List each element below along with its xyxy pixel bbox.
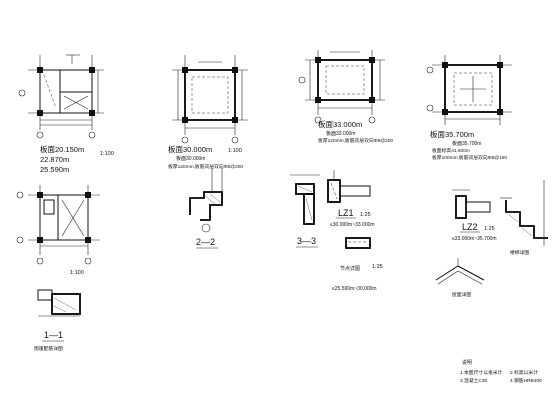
section-3-3: 3—3 <box>290 174 320 248</box>
plan-5-scale: 1:100 <box>70 270 84 276</box>
plan-2-scale: 1:100 <box>228 148 242 154</box>
general-notes: 说明 1.本图尺寸以毫米计 2.标高以米计 3.混凝土C30 4.钢筋HRB40… <box>460 359 542 384</box>
lz2-scale: 1:25 <box>484 226 495 232</box>
lz1-elev: ≤30.000m~33.000m <box>330 222 375 228</box>
plan-1: 板面20.150m 22.870m 25.590m 1:100 <box>18 54 114 174</box>
plan-2-note: 板面30.000m <box>176 155 205 162</box>
section-2-2-label: 2—2 <box>196 237 215 247</box>
detail-beam: 节点详图 1:25 ≤25.590m~30.000m <box>332 237 383 292</box>
plan-3-title: 板面33.000m <box>318 119 362 129</box>
section-3-3-label: 3—3 <box>297 236 316 246</box>
section-1-1: 1—1 雨篷配筋详图 <box>34 289 81 352</box>
plan-1-sub1: 22.870m <box>40 155 69 164</box>
plan-3: 板面33.000m 板面33.000m 板厚120mm,板筋双层双向Φ8@200 <box>298 50 393 144</box>
plan-1-sub2: 25.590m <box>40 165 69 174</box>
lz2-label: LZ2 <box>462 222 478 232</box>
lz1-label: LZ1 <box>338 208 354 218</box>
notes-line-3: 3.混凝土C30 <box>460 377 488 384</box>
plan-4-title: 板面35.700m <box>430 129 474 139</box>
beam-elev: ≤25.590m~30.000m <box>332 286 377 292</box>
stair-note: 楼梯详图 <box>510 249 529 256</box>
plan-4: 板面35.700m 板面35.700m 板面标高41.600m 板厚100mm,… <box>426 55 512 161</box>
plan-4-spec: 板厚100mm,板筋双层双向Φ8@150 <box>432 154 507 161</box>
section-1-1-label: 1—1 <box>44 330 63 340</box>
section-1-1-note: 雨篷配筋详图 <box>34 345 63 352</box>
lz1-scale: 1:25 <box>360 212 371 218</box>
plan-1-scale: 1:100 <box>100 151 114 157</box>
detail-lz1: LZ1 1:25 ≤30.000m~33.000m <box>327 170 375 228</box>
plan-2-spec: 板厚120mm,板筋双层双向Φ8@200 <box>168 163 243 170</box>
beam-note: 节点详图 <box>340 265 360 272</box>
plan-4-note1: 板面35.700m <box>452 140 481 147</box>
notes-line-1: 1.本图尺寸以毫米计 <box>460 369 503 376</box>
plan-2: 板面30.000m 1:100 板面30.000m 板厚120mm,板筋双层双向… <box>168 55 248 170</box>
plan-2-title: 板面30.000m <box>168 144 212 154</box>
plan-1-title: 板面20.150m <box>40 144 84 154</box>
detail-lz2: LZ2 1:25 ≤33.000m~35.700m <box>452 189 497 242</box>
beam-scale: 1:25 <box>372 264 383 270</box>
stair-section: 楼梯详图 <box>500 180 548 256</box>
plan-5: 1:100 <box>16 185 100 276</box>
notes-head: 说明 <box>462 359 472 366</box>
roof-section: 屋面详图 <box>435 258 485 298</box>
section-2-2: 2—2 <box>189 168 223 249</box>
plan-4-note2: 板面标高41.600m <box>432 147 470 154</box>
plan-3-note: 板面33.000m <box>326 130 355 137</box>
notes-line-2: 2.标高以米计 <box>510 369 538 376</box>
plan-3-spec: 板厚120mm,板筋双层双向Φ8@200 <box>318 137 393 144</box>
notes-line-4: 4.钢筋HRB400 <box>510 377 542 384</box>
lz2-elev: ≤33.000m~35.700m <box>452 236 497 242</box>
roof-note: 屋面详图 <box>452 291 471 298</box>
